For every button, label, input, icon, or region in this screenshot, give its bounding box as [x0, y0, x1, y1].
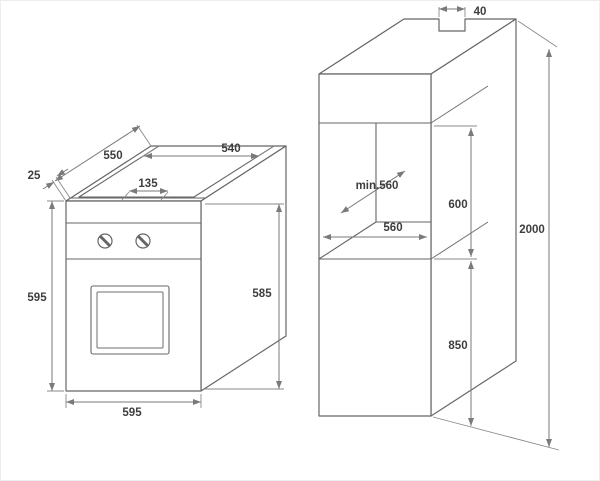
total-height-label: 2000	[519, 224, 545, 236]
dimension-line	[340, 170, 406, 214]
dimension-line	[54, 125, 141, 182]
lower-height-label: 850	[448, 340, 467, 352]
niche-floor-right-edge	[430, 221, 489, 260]
extension-line	[517, 20, 558, 48]
oven-top-depth-label: 550	[103, 150, 122, 162]
oven-door-window-outer	[90, 285, 170, 355]
dimension-arrow	[56, 168, 69, 177]
niche-floor-left-edge	[318, 221, 377, 260]
cabinet-top-gap-label: 40	[474, 6, 487, 18]
oven-front-frame-label: 25	[28, 170, 41, 182]
cabinet-dimensions: 40 min.560 560 600 850 2000	[323, 6, 560, 451]
niche-ceiling-right-edge	[430, 85, 489, 124]
cabinet-front-face	[318, 73, 432, 417]
oven-bottom-width-label: 595	[122, 407, 142, 419]
cabinet-side-face	[430, 18, 517, 417]
oven-drawing	[65, 145, 287, 392]
oven-dimensions: 550 540 25 135 595 585 595	[27, 124, 284, 419]
oven-top-width-label: 540	[221, 143, 240, 155]
dimension-arrow	[42, 181, 55, 190]
oven-left-height-label: 595	[27, 292, 47, 304]
niche-depth-label: min.560	[356, 180, 399, 192]
oven-front-face	[65, 200, 202, 392]
niche-height-label: 600	[448, 199, 467, 211]
oven-right-height-label: 585	[252, 288, 272, 300]
cabinet-drawing	[318, 18, 517, 417]
extension-line	[55, 176, 71, 199]
oven-top-offset-label: 135	[138, 178, 158, 190]
oven-knob-left-mark	[99, 235, 111, 247]
oven-knob-right-mark	[137, 235, 149, 247]
extension-line	[51, 179, 67, 202]
extension-line	[256, 145, 275, 158]
extension-line	[121, 191, 130, 201]
oven-door-window-inner	[96, 291, 164, 349]
extension-line	[432, 416, 560, 451]
niche-width-label: 560	[383, 222, 402, 234]
extension-line	[136, 124, 152, 147]
